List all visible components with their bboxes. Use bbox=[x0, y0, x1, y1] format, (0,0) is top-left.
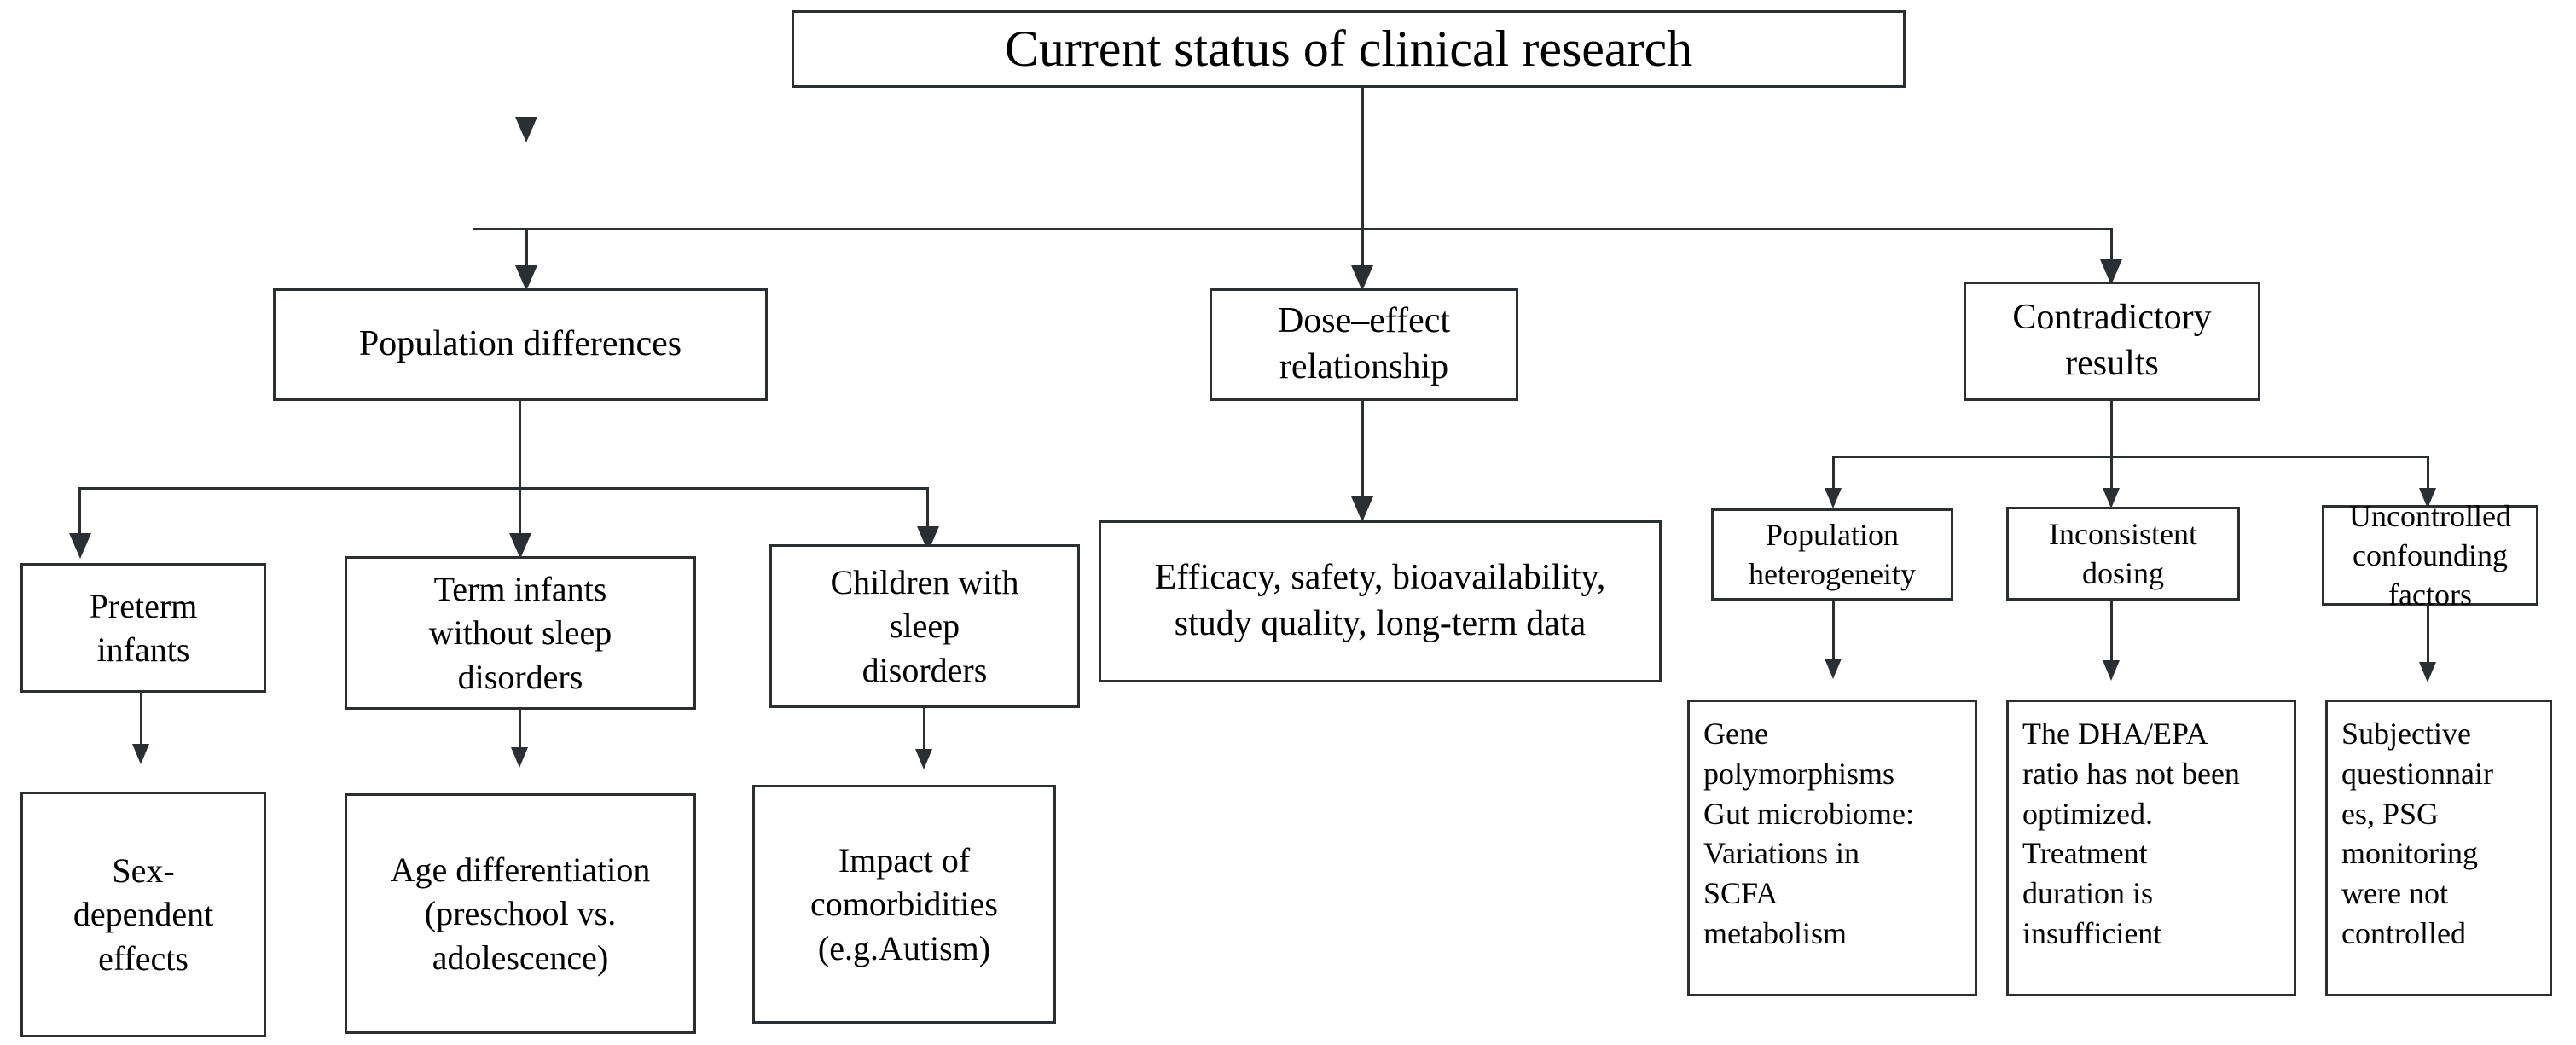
arrowhead-into-population-differences bbox=[515, 265, 537, 291]
connector-drop-contradictory bbox=[2110, 228, 2113, 281]
arrowhead-into-age-differentiation bbox=[511, 747, 528, 768]
arrowhead-into-uncontrolled-confounding bbox=[2419, 488, 2436, 508]
arrowhead-into-inconsistent-dosing bbox=[2103, 488, 2120, 508]
node-uncontrolled-confounding-factors[interactable]: Uncontrolled confounding factors bbox=[2322, 499, 2538, 612]
connector-stem-population-differences bbox=[519, 401, 521, 489]
node-subjective-questionnaires[interactable]: Subjective questionnair es, PSG monitori… bbox=[2325, 700, 2552, 996]
connector-root-stem bbox=[1361, 88, 1364, 229]
connector-stem-term-infants bbox=[519, 710, 521, 763]
node-age-differentiation[interactable]: Age differentiation (preschool vs. adole… bbox=[345, 793, 696, 1034]
arrowhead-into-dose-effect bbox=[1351, 265, 1373, 291]
node-current-status-of-clinical-research[interactable]: Current status of clinical research bbox=[792, 10, 1906, 88]
connector-stem-uncontrolled-confounding bbox=[2427, 606, 2429, 676]
node-dose-effect-relationship[interactable]: Dose–effect relationship bbox=[1210, 288, 1518, 401]
arrowhead-into-sex-dependent-effects bbox=[132, 744, 149, 764]
connector-stem-dose-effect bbox=[1361, 401, 1364, 512]
connector-drop-preterm-infants bbox=[78, 487, 81, 549]
connector-bus-population-differences bbox=[78, 487, 928, 490]
node-inconsistent-dosing[interactable]: Inconsistent dosing bbox=[2006, 507, 2240, 601]
connector-drop-children-sleep-disorders bbox=[926, 487, 929, 542]
node-gene-polymorphisms[interactable]: Gene polymorphisms Gut microbiome: Varia… bbox=[1687, 700, 1977, 996]
node-population-differences[interactable]: Population differences bbox=[273, 288, 768, 401]
connector-root-bus bbox=[473, 228, 2113, 230]
arrowhead-into-subjective-questionnaires bbox=[2419, 662, 2436, 682]
arrowhead-population-differences bbox=[515, 117, 537, 142]
arrowhead-into-term-infants bbox=[509, 533, 531, 559]
connector-bus-contradictory-results bbox=[1832, 456, 2429, 458]
node-efficacy-safety-bioavailability[interactable]: Efficacy, safety, bioavailability, study… bbox=[1099, 520, 1662, 682]
connector-drop-inconsistent-dosing bbox=[2110, 456, 2113, 495]
connector-stem-inconsistent-dosing bbox=[2110, 601, 2113, 674]
arrowhead-into-contradictory bbox=[2100, 259, 2122, 285]
node-children-with-sleep-disorders[interactable]: Children with sleep disorders bbox=[769, 544, 1080, 708]
node-impact-of-comorbidities[interactable]: Impact of comorbidities (e.g.Autism) bbox=[752, 785, 1056, 1024]
node-dha-epa-ratio[interactable]: The DHA/EPA ratio has not been optimized… bbox=[2006, 700, 2296, 996]
node-preterm-infants[interactable]: Preterm infants bbox=[20, 563, 266, 693]
arrowhead-into-population-heterogeneity bbox=[1825, 488, 1842, 508]
node-term-infants-without-sleep-disorders[interactable]: Term infants without sleep disorders bbox=[345, 556, 696, 710]
node-sex-dependent-effects[interactable]: Sex- dependent effects bbox=[20, 792, 266, 1037]
arrowhead-into-dha-epa-ratio bbox=[2103, 660, 2120, 681]
connector-stem-contradictory-results bbox=[2110, 401, 2113, 457]
arrowhead-into-gene-polymorphisms bbox=[1825, 659, 1842, 679]
arrowhead-into-preterm-infants bbox=[69, 533, 91, 559]
connector-drop-dose-effect bbox=[1361, 228, 1364, 287]
connector-drop-term-infants bbox=[519, 487, 521, 549]
node-population-heterogeneity[interactable]: Population heterogeneity bbox=[1711, 508, 1953, 601]
connector-stem-children-sleep-disorders bbox=[923, 708, 925, 766]
node-contradictory-results[interactable]: Contradictory results bbox=[1964, 282, 2260, 401]
arrowhead-into-efficacy-box bbox=[1351, 496, 1373, 522]
arrowhead-into-impact-of-comorbidities bbox=[915, 749, 932, 769]
connector-stem-population-heterogeneity bbox=[1832, 601, 1835, 672]
connector-drop-uncontrolled-confounding bbox=[2427, 456, 2429, 495]
connector-stem-preterm-infants bbox=[140, 693, 142, 759]
connector-drop-population-differences bbox=[525, 228, 528, 286]
connector-drop-population-heterogeneity bbox=[1832, 456, 1835, 495]
